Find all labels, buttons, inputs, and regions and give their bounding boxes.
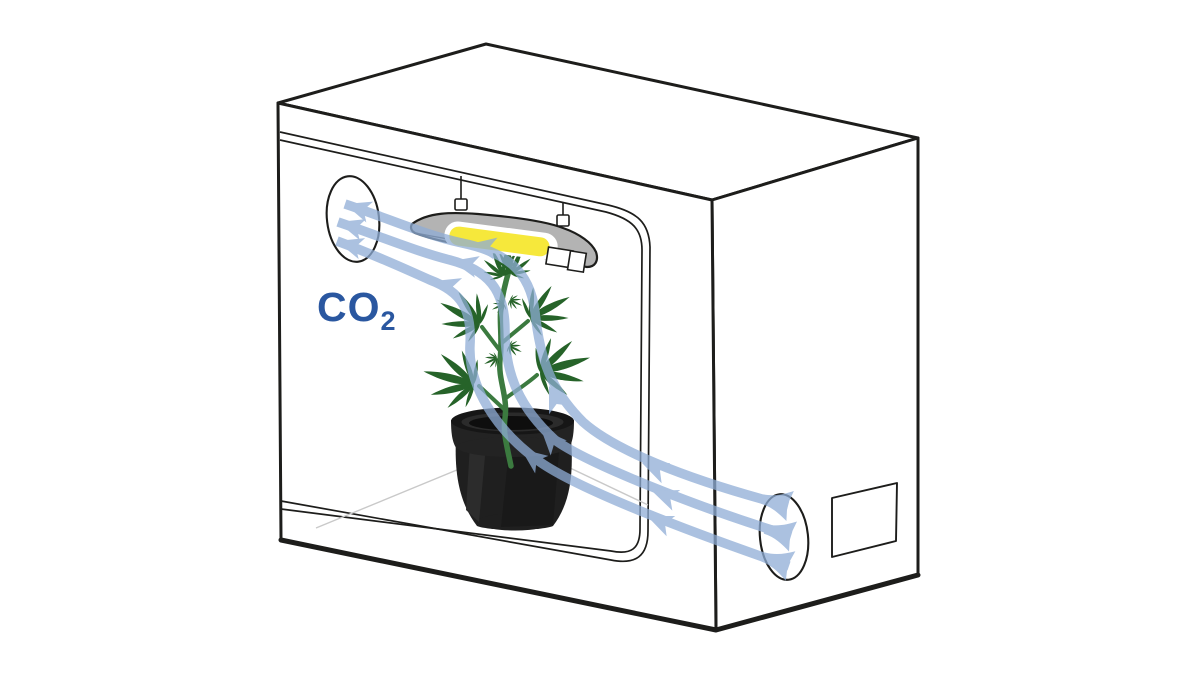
- side-window: [831, 482, 898, 558]
- airflow-stream-top: [343, 199, 790, 511]
- lamp-hanger-right: [556, 214, 570, 227]
- airflow-stream-middle: [336, 217, 793, 541]
- pot-rim-bottom: [457, 437, 568, 457]
- tent-bottom-edge: [278, 537, 921, 633]
- door-opening-outer: [279, 131, 651, 563]
- co2-label-main: CO: [317, 284, 381, 330]
- door-opening-inner: [279, 139, 643, 553]
- lamp-hanger-left: [454, 198, 468, 211]
- co2-label: CO2: [317, 284, 397, 336]
- plant-branches: [477, 319, 539, 412]
- tent-box: [276, 42, 921, 633]
- airflow-arrows: [333, 193, 798, 581]
- tent-right-face: [710, 136, 920, 632]
- lamp-socket-small: [566, 249, 588, 274]
- lamp-bulb: [449, 226, 550, 257]
- pot-facet-highlight: [466, 445, 486, 522]
- co2-label-subscript: 2: [381, 306, 397, 336]
- airflow-stream-bottom: [335, 236, 791, 571]
